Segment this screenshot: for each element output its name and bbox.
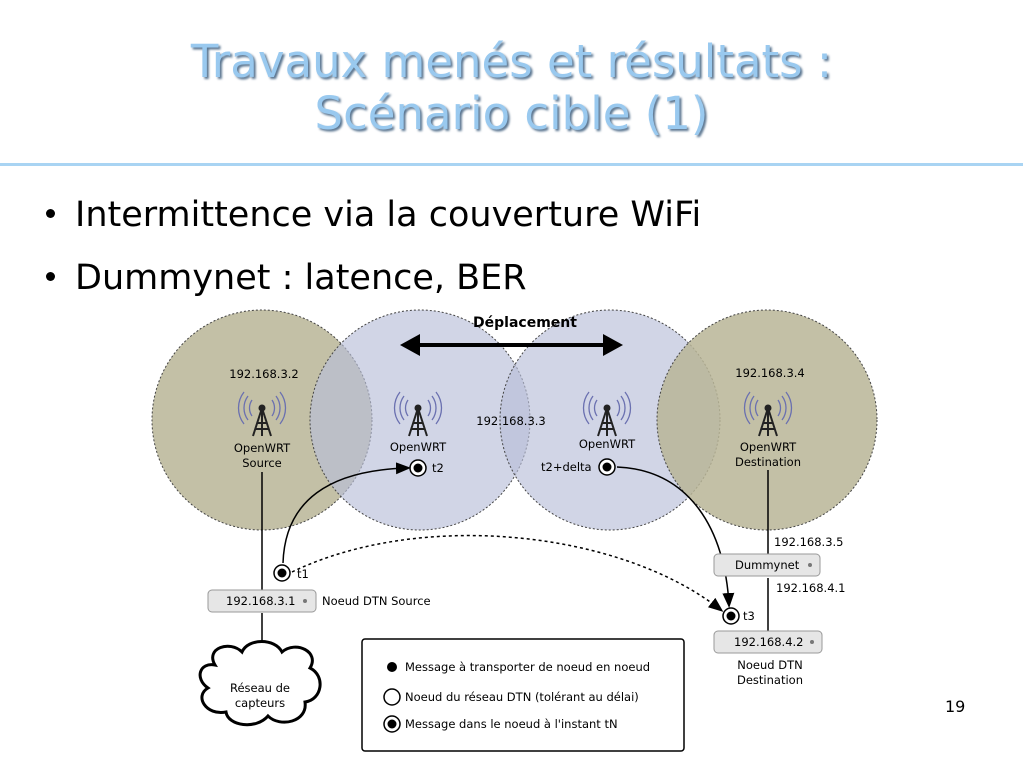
movement-label: Déplacement: [473, 315, 577, 331]
legend-message-dot-icon: [387, 662, 397, 672]
source-label-1: OpenWRT: [234, 441, 291, 455]
legend-item-1: Message à transporter de noeud en noeud: [405, 660, 650, 674]
dummynet-ip-bottom: 192.168.4.1: [776, 581, 846, 595]
flow-t2delta-to-t3: [616, 466, 735, 608]
device-destination-label-2: Destination: [737, 673, 803, 687]
destination-ip: 192.168.3.4: [735, 366, 805, 380]
legend-item-3: Message dans le noeud à l'instant tN: [405, 717, 618, 731]
movement-arrow-left-head-icon: [400, 334, 420, 356]
mobile-left-label: OpenWRT: [390, 440, 447, 454]
device-source-ip: 192.168.3.1: [226, 594, 296, 608]
marker-t2: [409, 459, 427, 477]
dummynet-ip-top: 192.168.3.5: [774, 535, 844, 549]
dummynet-label: Dummynet: [735, 558, 800, 572]
marker-t3: [722, 607, 740, 625]
bullet-dot-icon: [46, 208, 55, 218]
title-line-1: Travaux menés et résultats :: [190, 35, 833, 88]
label-t1: t1: [297, 567, 309, 581]
movement-arrow-right-head-icon: [603, 334, 623, 356]
mobile-ip: 192.168.3.3: [476, 414, 546, 428]
device-destination-label-1: Noeud DTN: [737, 658, 802, 672]
source-label-2: Source: [242, 456, 282, 470]
source-ip: 192.168.3.2: [229, 367, 299, 381]
sensor-network-cloud-icon: [198, 640, 322, 727]
device-destination: [713, 630, 823, 654]
flow-t1-to-t2: [282, 462, 411, 564]
legend-box: [361, 638, 685, 752]
device-source: [207, 589, 317, 613]
legend-node-circle-icon: [383, 688, 401, 706]
bullet-text-2: Dummynet : latence, BER: [75, 258, 527, 298]
marker-t2delta: [598, 458, 616, 476]
destination-label-1: OpenWRT: [740, 440, 797, 454]
sensor-network-label-2: capteurs: [235, 696, 285, 710]
sensor-network-label-1: Réseau de: [230, 681, 290, 695]
page-number: 19: [945, 697, 966, 716]
device-destination-ip: 192.168.4.2: [734, 635, 804, 649]
bullet-dot-icon: [46, 271, 55, 281]
bullet-item-2: Dummynet : latence, BER: [46, 258, 527, 298]
legend-message-in-node-icon: [383, 715, 401, 733]
mobile-right-label: OpenWRT: [579, 437, 636, 451]
label-t2delta: t2+delta: [541, 460, 592, 474]
title-line-2: Scénario cible (1): [314, 87, 709, 140]
legend-item-2: Noeud du réseau DTN (tolérant au délai): [405, 690, 639, 704]
label-t3: t3: [743, 609, 755, 623]
device-dummynet: [713, 553, 821, 577]
flow-t1-to-t3-dashed: [291, 534, 724, 612]
device-source-label: Noeud DTN Source: [322, 594, 431, 608]
marker-t1: [273, 564, 291, 582]
title-divider: [0, 163, 1023, 166]
bullet-text-1: Intermittence via la couverture WiFi: [75, 195, 702, 235]
bullet-item-1: Intermittence via la couverture WiFi: [46, 195, 701, 235]
label-t2: t2: [432, 461, 444, 475]
destination-label-2: Destination: [735, 455, 801, 469]
